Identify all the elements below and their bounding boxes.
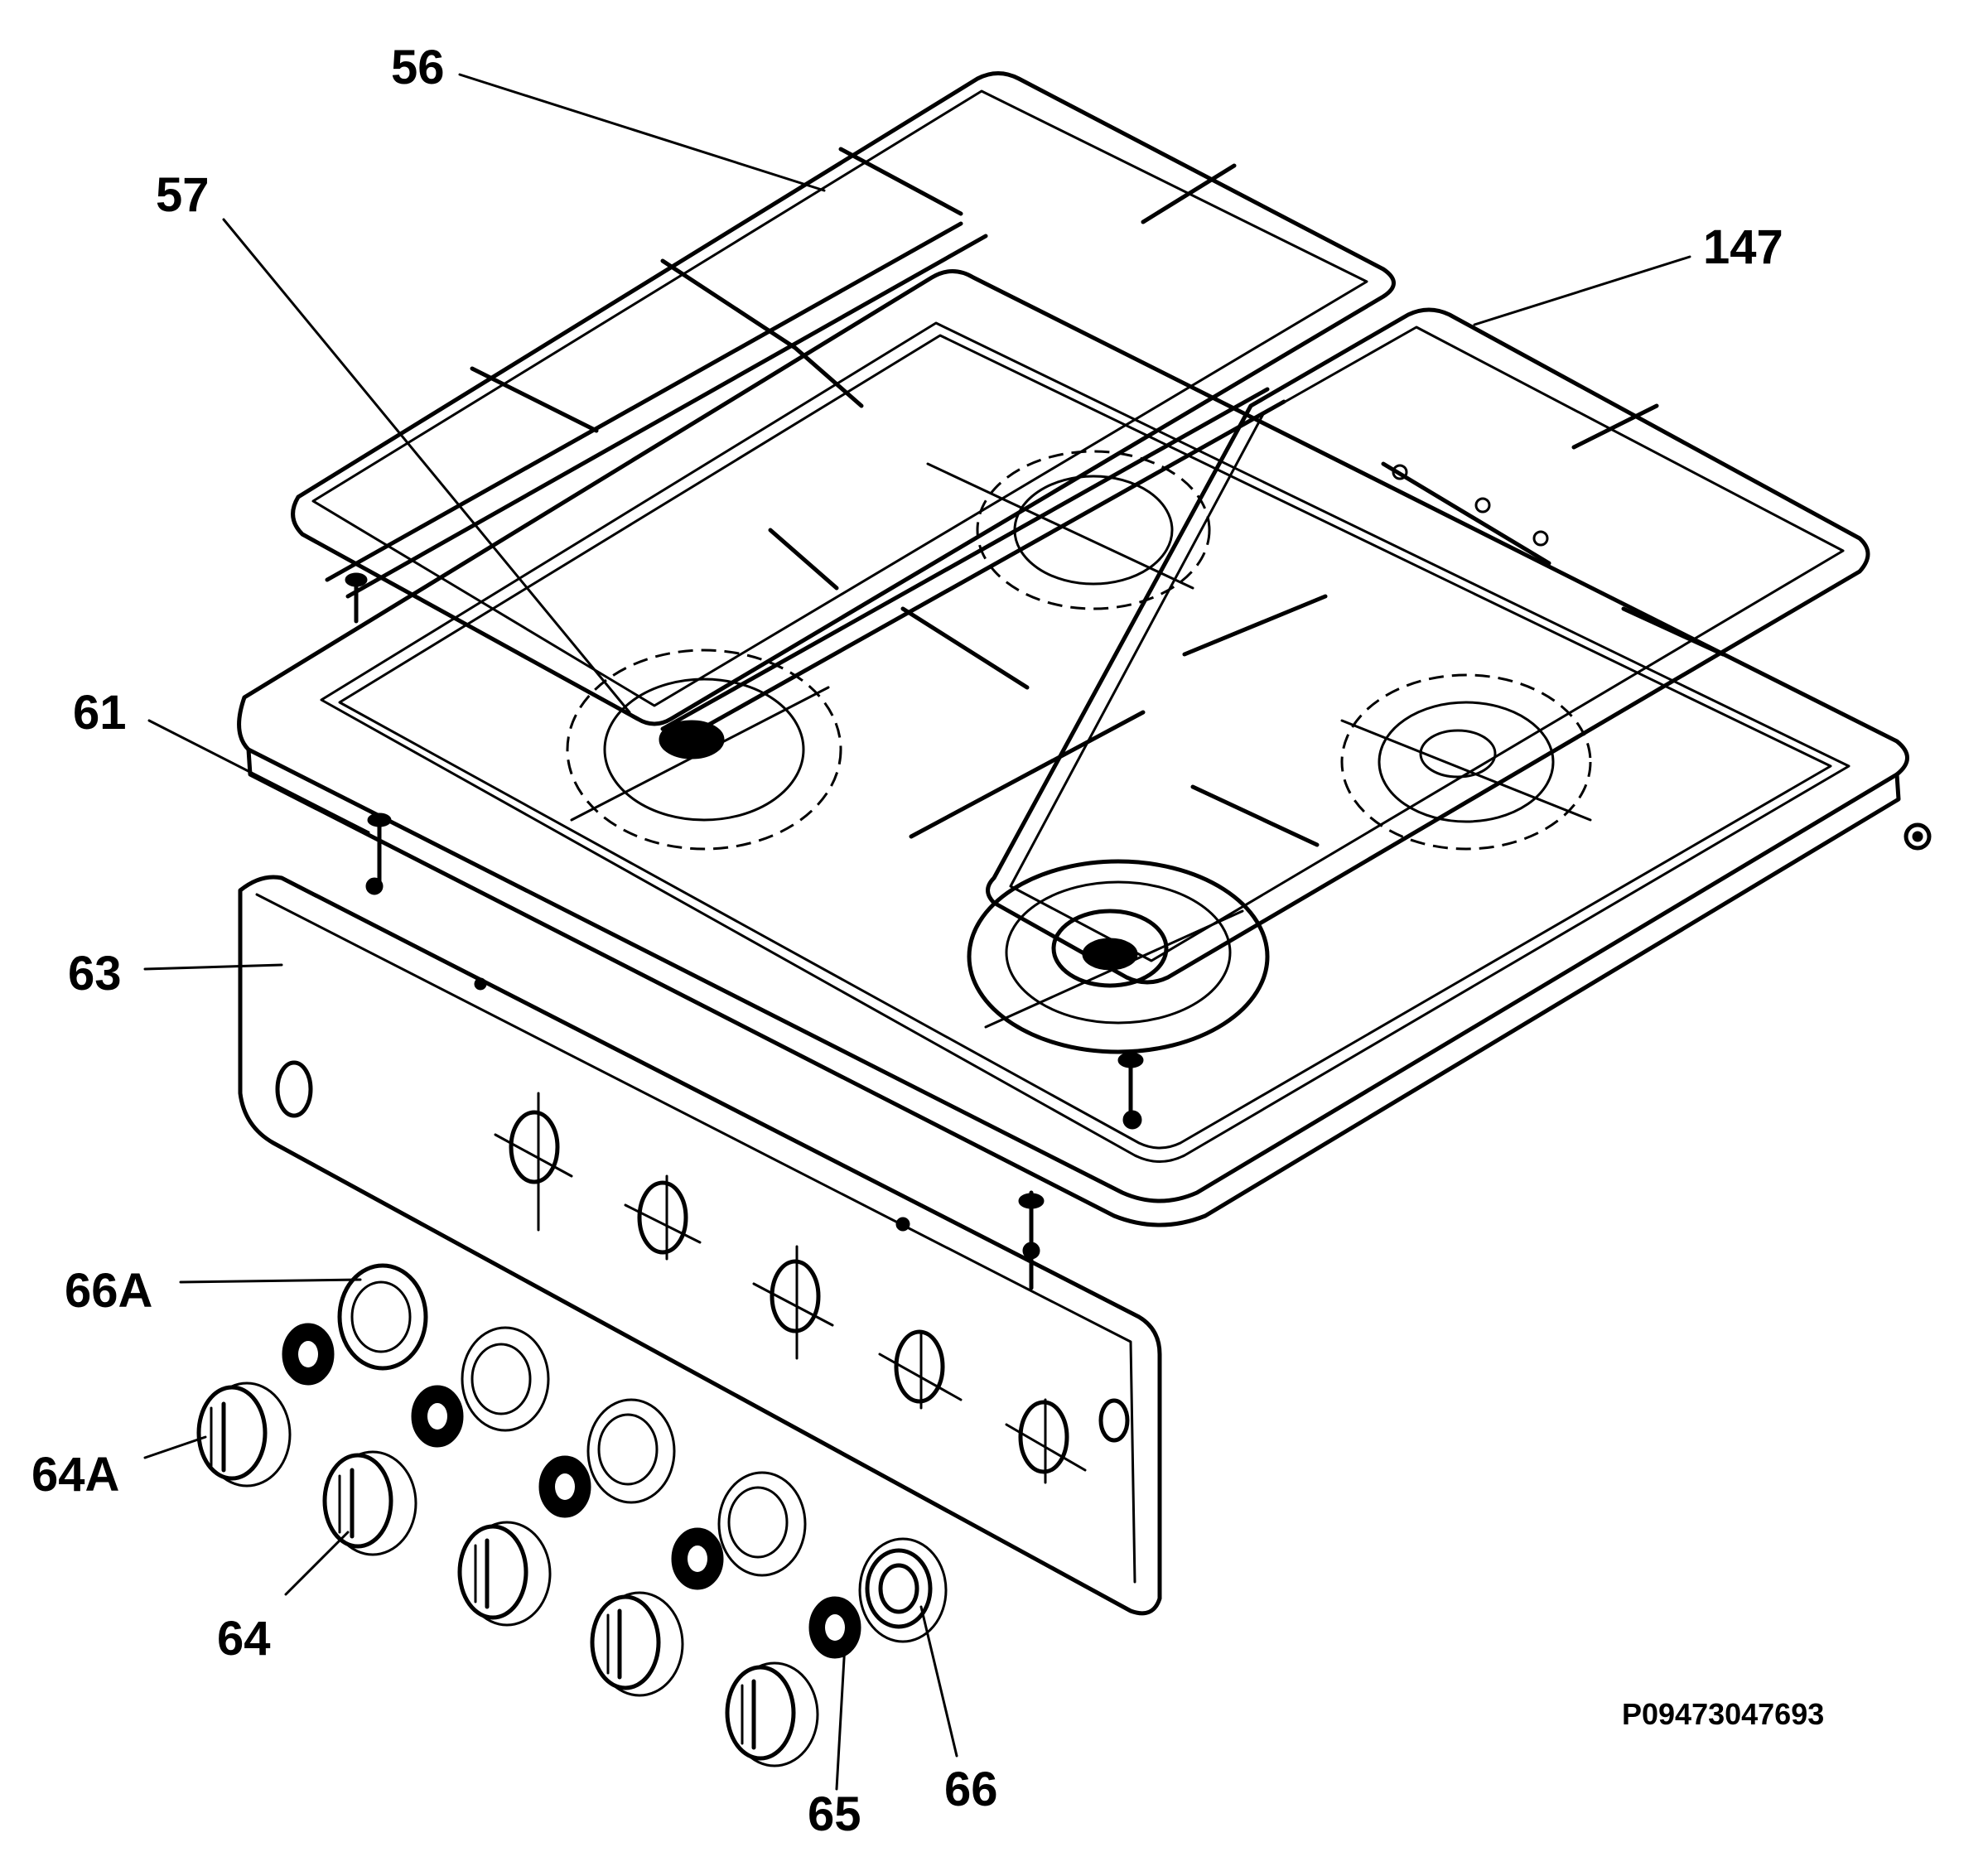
ring-2 <box>411 1385 464 1448</box>
screw-panel-right <box>1018 1190 1045 1290</box>
burner-rear <box>926 450 1211 610</box>
bezel-66 <box>858 1537 948 1643</box>
drawing-code: P09473047693 <box>1622 1697 1824 1731</box>
knob-5 <box>725 1661 819 1767</box>
callout-64: 64 <box>217 1612 271 1666</box>
callout-63: 63 <box>68 947 122 1001</box>
ring-3 <box>538 1455 591 1518</box>
callout-65: 65 <box>808 1787 861 1841</box>
bezel-3 <box>586 1398 676 1504</box>
knob-3 <box>457 1521 552 1627</box>
callout-56: 56 <box>391 41 445 94</box>
knob-4 <box>590 1591 684 1697</box>
pan-support-grid-right <box>986 307 1870 985</box>
screw-rear-left <box>345 572 368 624</box>
burner-front <box>967 859 1270 1054</box>
callout-57: 57 <box>156 168 210 222</box>
screw-front-center <box>1117 1052 1144 1130</box>
ring-65 <box>808 1596 861 1659</box>
callout-147: 147 <box>1703 220 1783 274</box>
panel-hole-3 <box>752 1245 834 1360</box>
bezel-4 <box>717 1471 807 1577</box>
knob-64 <box>322 1450 417 1556</box>
burner-left <box>566 649 842 851</box>
hob-top-frame <box>237 269 1909 1227</box>
pan-support-grid-left <box>291 71 1396 726</box>
panel-hole-2 <box>624 1174 702 1261</box>
screw-61 <box>365 813 392 895</box>
bezel-66a <box>337 1263 428 1371</box>
bezel-2 <box>461 1326 550 1432</box>
ring-1 <box>282 1323 335 1386</box>
panel-hole-4 <box>878 1329 963 1410</box>
leader-lines <box>143 73 1691 1791</box>
burner-right <box>1340 673 1592 851</box>
callout-61: 61 <box>73 686 127 740</box>
knob-64a <box>196 1382 292 1488</box>
screw-right <box>1904 822 1932 851</box>
control-panel <box>238 875 1162 1616</box>
callout-64a: 64A <box>31 1448 119 1502</box>
callout-66: 66 <box>944 1763 998 1816</box>
panel-hole-5 <box>1005 1398 1087 1484</box>
ring-4 <box>671 1527 724 1590</box>
panel-hole-1 <box>494 1092 573 1232</box>
callout-66a: 66A <box>65 1264 152 1318</box>
pan-support-bars <box>325 221 1286 839</box>
